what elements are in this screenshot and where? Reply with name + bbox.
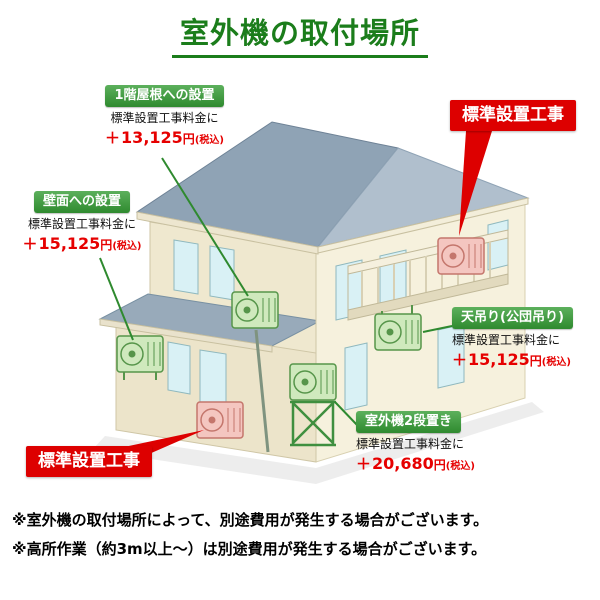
callout-standard-bottom: 標準設置工事 [26,446,152,478]
ground-shadow [92,402,544,484]
two-tier-badge: 室外機2段置き [356,411,462,434]
callout-ceiling-hung: 天吊り(公団吊り) 標準設置工事料金に ＋15,125円(税込) [452,306,600,370]
leader-line-wall [99,257,134,341]
footnote-high-work: ※高所作業（約3m以上～）は別途費用が発生する場合がございます。 [12,540,487,559]
roof-fee-label: 標準設置工事料金に [110,111,219,126]
outdoor-unit-ground-standard [196,401,244,439]
two-tier-stand [290,400,336,447]
two-tier-price: ＋20,680円(税込) [356,454,475,474]
leader-line-two-tier [334,401,359,427]
wall-price: ＋15,125円(税込) [22,234,142,254]
outdoor-unit-two-tier [289,363,337,447]
callout-two-tier: 室外機2段置き 標準設置工事料金に ＋20,680円(税込) [356,410,516,474]
outdoor-unit-wall [116,335,164,380]
outdoor-unit-ceiling [374,305,422,351]
callout-standard-top: 標準設置工事 [450,100,576,132]
leader-line-roof [161,157,249,297]
outdoor-unit-roof [231,291,279,329]
two-tier-fee-label: 標準設置工事料金に [356,437,465,452]
wall-fee-label: 標準設置工事料金に [27,217,136,232]
standard-install-badge-bottom: 標準設置工事 [26,446,152,478]
outdoor-unit-balcony-standard [437,237,485,275]
ceiling-fee-label: 標準設置工事料金に [452,333,561,348]
main-roof [135,121,530,255]
callout-roof-installation: 1階屋根への設置 標準設置工事料金に ＋13,125円(税込) [82,84,247,148]
leader-line-ceiling [422,325,453,333]
roof-price: ＋13,125円(税込) [105,128,224,148]
ceiling-price: ＋15,125円(税込) [452,350,571,370]
arrow-standard-top [459,131,492,236]
wall-installation-badge: 壁面への設置 [33,191,130,214]
standard-install-badge-top: 標準設置工事 [450,100,576,132]
page-title: 室外機の取付場所 [171,10,428,58]
footnote-extra-cost: ※室外機の取付場所によって、別途費用が発生する場合がございます。 [12,511,489,529]
drain-pipe [254,329,270,453]
ceiling-hung-badge: 天吊り(公団吊り) [452,307,573,330]
callout-wall-installation: 壁面への設置 標準設置工事料金に ＋15,125円(税込) [6,190,158,254]
footnotes: ※室外機の取付場所によって、別途費用が発生する場合がございます。 ※高所作業（約… [12,506,594,565]
roof-installation-badge: 1階屋根への設置 [105,85,224,108]
